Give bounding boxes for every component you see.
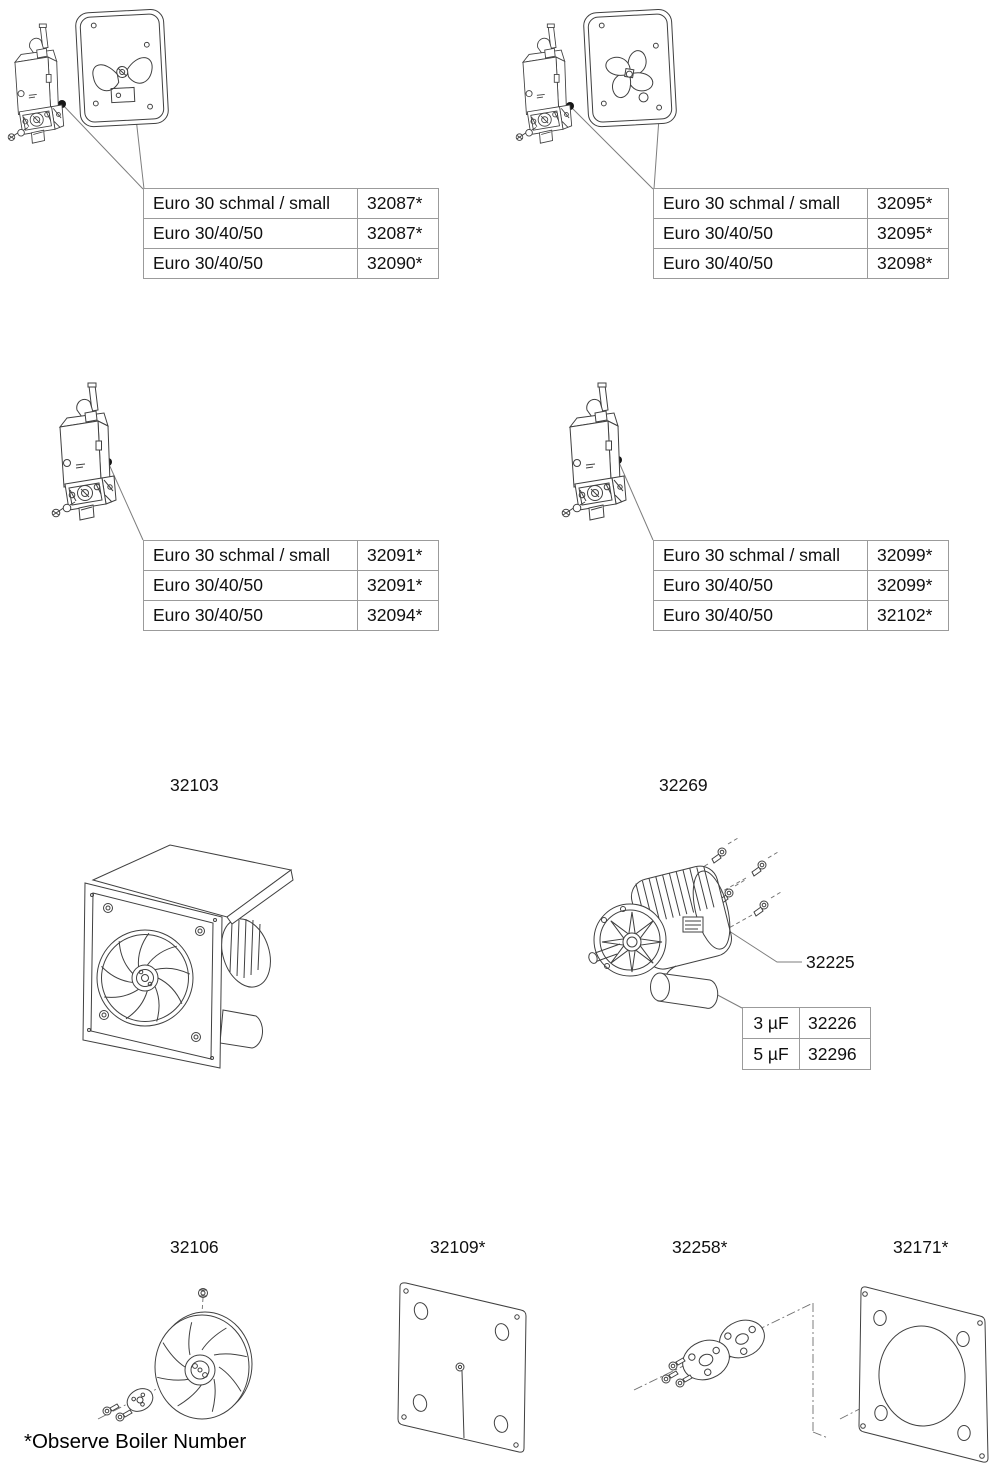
part-number-cell: 32094* [367,605,423,625]
coupling-flanges-drawing [633,1302,829,1439]
fan-wheel-drawing [97,1288,253,1422]
boiler-number-footnote: *Observe Boiler Number [24,1430,247,1453]
motor-drawing [588,837,782,1009]
part-number-cell: 32099* [877,575,933,595]
capacitor-table: 3 µF 32226 5 µF 32296 [742,1007,871,1070]
table-row: 5 µF 32296 [743,1038,870,1069]
model-cell: Euro 30 schmal / small [654,189,868,218]
part-number-cell: 32099* [877,545,933,565]
part-number-cell: 32226 [808,1013,857,1033]
capacitance-cell: 5 µF [743,1039,800,1069]
model-cell: Euro 30/40/50 [654,219,868,248]
table-row: Euro 30 schmal / small 32095* [654,189,948,218]
part-label-coupling-flanges: 32258* [672,1237,728,1257]
model-cell: Euro 30 schmal / small [144,541,358,570]
table-row: Euro 30 schmal / small 32087* [144,189,438,218]
fan-plate-assembly-left-drawing [7,8,170,144]
part-label-gasket: 32171* [893,1237,949,1257]
screw-icon [711,847,769,917]
part-number-cell: 32095* [877,193,933,213]
part-number-cell: 32087* [367,193,423,213]
parts-table-motor-right: Euro 30 schmal / small 32099* Euro 30/40/… [653,540,949,631]
model-cell: Euro 30/40/50 [654,249,868,278]
fan-plate-assembly-right-drawing [515,8,678,144]
part-number-cell: 32090* [367,253,423,273]
blower-assembly-drawing [82,844,294,1069]
table-row: 3 µF 32226 [743,1008,870,1038]
table-row: Euro 30/40/50 32091* [144,570,438,600]
table-row: Euro 30/40/50 32102* [654,600,948,630]
table-row: Euro 30/40/50 32095* [654,218,948,248]
table-row: Euro 30/40/50 32090* [144,248,438,278]
model-cell: Euro 30/40/50 [144,571,358,600]
model-cell: Euro 30/40/50 [654,571,868,600]
gasket-drawing [839,1286,989,1463]
burner-motor-left-drawing [51,382,117,521]
part-number-cell: 32087* [367,223,423,243]
parts-table-motor-left: Euro 30 schmal / small 32091* Euro 30/40/… [143,540,439,631]
mounting-plate-drawing [397,1282,527,1453]
part-number-cell: 32098* [877,253,933,273]
part-number-cell: 32102* [877,605,933,625]
table-row: Euro 30 schmal / small 32099* [654,541,948,570]
model-cell: Euro 30 schmal / small [144,189,358,218]
part-label-motor-callout: 32225 [806,952,855,972]
part-number-cell: 32296 [808,1044,857,1064]
part-label-blower-assembly: 32103 [170,775,219,795]
part-number-cell: 32095* [877,223,933,243]
part-number-cell: 32091* [367,575,423,595]
part-number-cell: 32091* [367,545,423,565]
parts-table-fan-assembly-left: Euro 30 schmal / small 32087* Euro 30/40/… [143,188,439,279]
model-cell: Euro 30/40/50 [144,219,358,248]
part-label-fan-wheel: 32106 [170,1237,219,1257]
table-row: Euro 30 schmal / small 32091* [144,541,438,570]
burner-motor-right-drawing [561,382,627,521]
model-cell: Euro 30/40/50 [144,249,358,278]
part-label-mounting-plate: 32109* [430,1237,486,1257]
table-row: Euro 30/40/50 32087* [144,218,438,248]
part-label-motor: 32269 [659,775,708,795]
table-row: Euro 30/40/50 32099* [654,570,948,600]
table-row: Euro 30/40/50 32098* [654,248,948,278]
capacitance-cell: 3 µF [743,1008,800,1038]
model-cell: Euro 30/40/50 [654,601,868,630]
model-cell: Euro 30 schmal / small [654,541,868,570]
parts-table-fan-assembly-right: Euro 30 schmal / small 32095* Euro 30/40/… [653,188,949,279]
model-cell: Euro 30/40/50 [144,601,358,630]
table-row: Euro 30/40/50 32094* [144,600,438,630]
